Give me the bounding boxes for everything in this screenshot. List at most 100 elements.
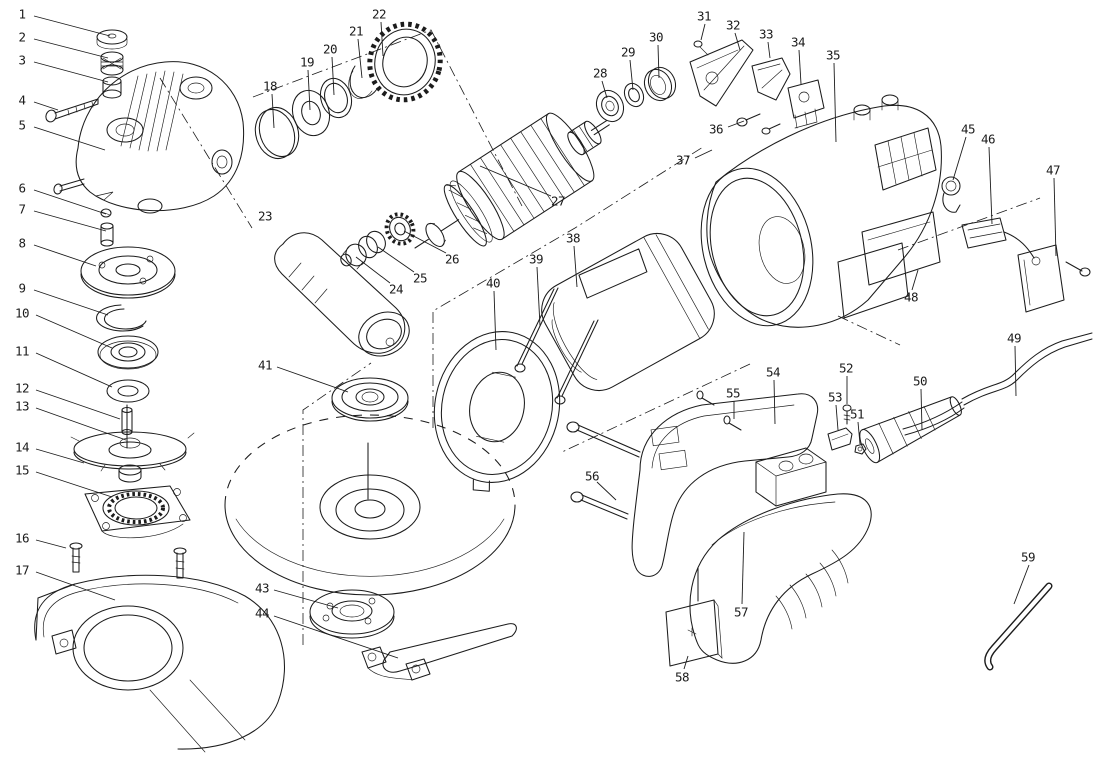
leader-line-12 bbox=[35, 389, 121, 420]
leader-line-50 bbox=[920, 388, 923, 431]
part-number-6: 6 bbox=[18, 181, 25, 196]
part-number-5: 5 bbox=[18, 118, 25, 133]
leader-line-13 bbox=[35, 407, 127, 441]
part-number-11: 11 bbox=[15, 344, 29, 359]
leader-line-35 bbox=[833, 62, 837, 143]
part-number-20: 20 bbox=[323, 42, 337, 57]
spindle-lock-button-parts bbox=[96, 29, 128, 99]
part-number-33: 33 bbox=[759, 27, 773, 42]
leader-line-16 bbox=[35, 539, 67, 549]
rear-bearing-set bbox=[595, 66, 677, 123]
power-cord bbox=[902, 332, 1093, 436]
part-number-40: 40 bbox=[486, 276, 500, 291]
leader-line-44 bbox=[273, 615, 399, 659]
part-number-53: 53 bbox=[828, 390, 842, 405]
leader-line-2 bbox=[33, 38, 109, 59]
part-number-46: 46 bbox=[981, 132, 995, 147]
leader-line-46 bbox=[988, 146, 993, 225]
grinding-wheel bbox=[224, 414, 516, 596]
part-number-28: 28 bbox=[593, 66, 607, 81]
part-number-59: 59 bbox=[1021, 550, 1035, 565]
part-number-54: 54 bbox=[766, 365, 780, 380]
part-number-57: 57 bbox=[734, 605, 748, 620]
side-cover-panels bbox=[837, 211, 941, 319]
circlip-part-9 bbox=[96, 304, 147, 332]
side-handle bbox=[274, 232, 410, 357]
part-number-12: 12 bbox=[15, 381, 29, 396]
inner-flange bbox=[331, 377, 409, 422]
screw-part-4 bbox=[45, 98, 99, 123]
leader-line-6 bbox=[33, 189, 107, 215]
part-number-26: 26 bbox=[445, 252, 459, 267]
part-number-29: 29 bbox=[621, 45, 635, 60]
leader-line-29 bbox=[629, 59, 634, 91]
leader-line-25 bbox=[377, 246, 415, 273]
pin-spanner-wrench bbox=[361, 623, 517, 681]
leader-line-21 bbox=[357, 38, 363, 79]
leader-line-10 bbox=[35, 314, 113, 349]
part-number-51: 51 bbox=[850, 407, 864, 422]
leader-line-34 bbox=[798, 49, 802, 85]
cord-guard bbox=[859, 396, 962, 464]
motor-housing bbox=[700, 94, 942, 328]
part-number-24: 24 bbox=[389, 282, 403, 297]
leader-line-8 bbox=[33, 244, 97, 267]
stator-bolts bbox=[514, 287, 599, 405]
part-number-27: 27 bbox=[551, 194, 565, 209]
leader-line-19 bbox=[307, 69, 311, 111]
part-number-55: 55 bbox=[726, 386, 740, 401]
part-number-47: 47 bbox=[1046, 163, 1060, 178]
part-number-8: 8 bbox=[18, 236, 25, 251]
leader-line-41 bbox=[276, 366, 349, 393]
part-number-35: 35 bbox=[826, 48, 840, 63]
part-number-2: 2 bbox=[18, 30, 25, 45]
leader-line-53 bbox=[835, 404, 839, 431]
leader-line-5 bbox=[33, 126, 106, 151]
part-number-17: 17 bbox=[15, 563, 29, 578]
name-plate bbox=[665, 567, 723, 667]
gear-housing bbox=[53, 61, 245, 214]
bevel-gear-set bbox=[254, 21, 443, 160]
part-number-43: 43 bbox=[255, 581, 269, 596]
leader-line-26 bbox=[403, 230, 447, 254]
pinion-group bbox=[340, 212, 416, 270]
part-number-31: 31 bbox=[697, 9, 711, 24]
part-number-22: 22 bbox=[372, 7, 386, 22]
part-number-48: 48 bbox=[904, 290, 918, 305]
part-number-1: 1 bbox=[18, 7, 25, 22]
spindle-and-gear-plate bbox=[70, 404, 195, 483]
part-number-49: 49 bbox=[1007, 331, 1021, 346]
part-number-3: 3 bbox=[18, 53, 25, 68]
leader-line-28 bbox=[601, 80, 608, 99]
leader-line-57 bbox=[741, 531, 745, 605]
part-number-14: 14 bbox=[15, 440, 29, 455]
hex-key bbox=[984, 582, 1053, 671]
leader-line-7 bbox=[33, 210, 107, 232]
leader-line-22 bbox=[380, 21, 384, 57]
leader-line-18 bbox=[271, 93, 275, 129]
part-number-50: 50 bbox=[913, 374, 927, 389]
part-number-19: 19 bbox=[300, 55, 314, 70]
part-number-9: 9 bbox=[18, 281, 25, 296]
leader-line-9 bbox=[33, 289, 109, 316]
wheel-guard bbox=[34, 574, 285, 753]
leader-line-45 bbox=[952, 136, 967, 181]
leader-line-43 bbox=[273, 589, 339, 609]
leader-line-48 bbox=[911, 269, 919, 291]
field-stator bbox=[541, 232, 715, 392]
housing-screws bbox=[736, 113, 781, 135]
part-number-15: 15 bbox=[15, 463, 29, 478]
leader-line-15 bbox=[35, 471, 113, 498]
part-number-18: 18 bbox=[263, 79, 277, 94]
leader-line-37 bbox=[694, 149, 713, 159]
part-number-56: 56 bbox=[585, 469, 599, 484]
leader-line-36 bbox=[727, 120, 745, 128]
flange-screws bbox=[69, 542, 187, 579]
part-number-4: 4 bbox=[18, 93, 25, 108]
part-number-32: 32 bbox=[726, 18, 740, 33]
leader-line-30 bbox=[657, 44, 660, 79]
leader-line-58 bbox=[683, 655, 689, 670]
leader-line-31 bbox=[700, 23, 706, 41]
